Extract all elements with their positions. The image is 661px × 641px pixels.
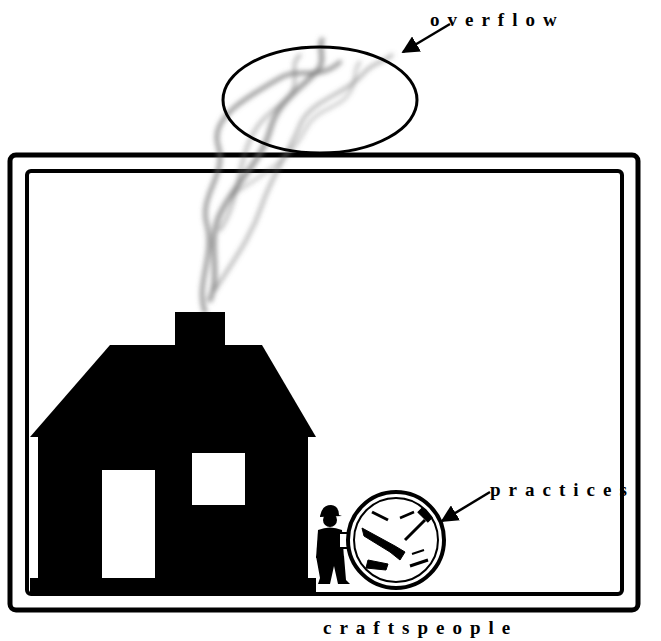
person-head [323,513,337,527]
practices-circle-inner [354,498,438,582]
saw-blade [362,528,395,552]
knife [410,560,428,566]
saw-handle [390,546,405,560]
leader-arrow [442,492,490,521]
label-text: craftspeople [323,618,518,638]
outer-frame [10,155,638,610]
house-chimney [175,312,225,348]
chisel [372,512,388,520]
hammer-handle [405,520,425,540]
label-text: overflow [430,10,565,30]
label-text: practices [490,480,635,500]
craftsperson [316,505,351,584]
smoke-wisp [215,55,392,290]
house-door [102,470,155,578]
inner-frame [27,171,622,594]
smoke-wisp [210,40,322,300]
pencil [412,550,424,554]
house-roof [30,345,316,437]
overflow-ellipse [223,47,417,153]
plane-tool [366,560,388,570]
house-body [38,436,308,582]
smoke-wisp [232,62,360,195]
house [30,312,316,592]
house-window [192,453,245,505]
screwdriver [400,512,414,518]
tools [362,508,432,570]
person-legs [316,556,350,584]
hammer-head [418,508,432,522]
house-base [30,578,316,592]
practices-circle [348,492,444,588]
